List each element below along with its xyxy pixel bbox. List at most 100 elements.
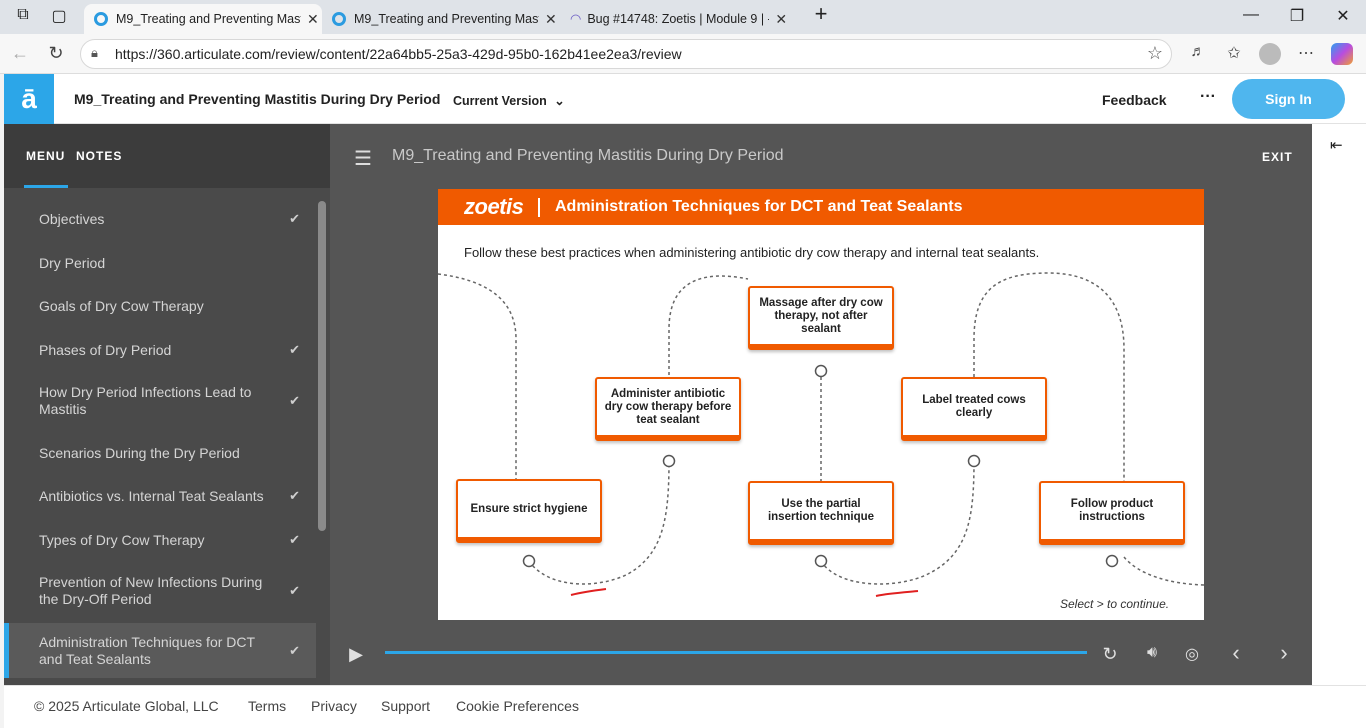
app-header: ā M9_Treating and Preventing Mastitis Du… [4, 74, 1366, 124]
collapse-panel-icon[interactable]: ⇤ [1330, 137, 1343, 154]
footer: © 2025 Articulate Global, LLC Terms Priv… [4, 685, 1366, 728]
active-tab-indicator [24, 185, 68, 188]
player-title: M9_Treating and Preventing Mastitis Duri… [392, 147, 784, 164]
menu-item-types[interactable]: Types of Dry Cow Therapy ✔ [4, 518, 316, 562]
check-icon: ✔ [289, 583, 300, 598]
volume-icon[interactable]: 🔊︎ [1146, 644, 1158, 661]
check-icon: ✔ [289, 488, 300, 503]
playback-settings-icon[interactable]: ◎ [1185, 646, 1199, 663]
workspaces-icon[interactable]: ⧉ [17, 6, 29, 23]
menu-item-goals[interactable]: Goals of Dry Cow Therapy [4, 284, 316, 328]
course-title: M9_Treating and Preventing Mastitis Duri… [74, 91, 441, 107]
check-icon: ✔ [289, 211, 300, 226]
browser-tab-3[interactable]: ◠ Bug #14748: Zoetis | Module 9 | - ✕ [560, 4, 800, 34]
sidebar-tabs: MENU NOTES [4, 124, 330, 188]
check-icon: ✔ [289, 532, 300, 547]
more-options-icon[interactable]: ··· [1200, 88, 1216, 105]
new-tab-icon[interactable]: + [814, 1, 828, 26]
close-tab-icon[interactable]: ✕ [545, 10, 557, 27]
feedback-button[interactable]: Feedback [1102, 92, 1167, 108]
menu-item-label: Prevention of New Infections During the … [39, 574, 263, 607]
close-tab-icon[interactable]: ✕ [775, 10, 788, 27]
menu-item-scenarios[interactable]: Scenarios During the Dry Period [4, 431, 316, 475]
step-box-label[interactable]: Label treated cows clearly [901, 377, 1047, 441]
next-slide-icon[interactable]: › [1280, 640, 1288, 665]
support-link[interactable]: Support [381, 698, 431, 714]
exit-button[interactable]: EXIT [1262, 150, 1293, 164]
check-icon: ✔ [289, 342, 300, 357]
menu-item-label: Scenarios During the Dry Period [39, 444, 240, 461]
articulate-favicon-icon [332, 12, 346, 26]
browser-tab-label: M9_Treating and Preventing Mastitis Duri… [354, 12, 539, 26]
browser-tab-label: M9_Treating and Preventing Mastitis Duri… [116, 12, 301, 26]
version-label: Current Version [453, 94, 547, 108]
check-icon: ✔ [289, 642, 300, 658]
slide-title: Administration Techniques for DCT and Te… [555, 198, 963, 215]
browser-tab-2[interactable]: M9_Treating and Preventing Mastitis Duri… [322, 4, 560, 34]
step-box-partial-insertion[interactable]: Use the partial insertion technique [748, 481, 894, 545]
refresh-icon[interactable]: ↻ [48, 43, 64, 63]
browser-tab-1[interactable]: M9_Treating and Preventing Mastitis Duri… [84, 4, 322, 34]
version-dropdown[interactable]: Current Version ⌄ [453, 93, 565, 108]
profile-avatar-icon[interactable] [1258, 43, 1282, 70]
check-icon: ✔ [289, 393, 300, 408]
menu-item-phases[interactable]: Phases of Dry Period✔ [4, 328, 316, 372]
menu-item-label: Types of Dry Cow Therapy [39, 531, 205, 548]
tab-menu[interactable]: MENU [26, 149, 66, 163]
menu-item-prevention[interactable]: Prevention of New Infections During the … [4, 569, 316, 613]
sign-in-button[interactable]: Sign In [1232, 79, 1345, 119]
menu-item-antibiotics[interactable]: Antibiotics vs. Internal Teat Sealants✔ [4, 474, 316, 518]
comments-rail: ⇤ [1312, 124, 1366, 685]
redmine-favicon-icon: ◠ [570, 11, 582, 26]
sidebar-scrollbar[interactable] [318, 201, 326, 531]
replay-icon[interactable]: ↻ [1102, 644, 1118, 664]
favorite-star-icon[interactable]: ☆ [1146, 43, 1163, 63]
articulate-logo-icon[interactable]: ā [4, 74, 54, 124]
url-text: https://360.articulate.com/review/conten… [115, 46, 682, 62]
chevron-down-icon: ⌄ [554, 94, 565, 108]
url-input[interactable]: 🔒︎ https://360.articulate.com/review/con… [80, 39, 1172, 69]
continue-hint: Select > to continue. [1060, 597, 1170, 611]
menu-item-label: How Dry Period Infections Lead to Mastit… [39, 384, 252, 417]
privacy-link[interactable]: Privacy [311, 698, 357, 714]
progress-bar[interactable] [385, 651, 1087, 654]
menu-item-dry-period[interactable]: Dry Period [4, 241, 316, 285]
back-icon[interactable]: ← [11, 43, 29, 63]
player-stage: ☰ M9_Treating and Preventing Mastitis Du… [330, 124, 1312, 685]
step-box-massage[interactable]: Massage after dry cow therapy, not after… [748, 286, 894, 350]
read-aloud-icon[interactable]: ♬ [1190, 43, 1206, 60]
slide-header: zoetis Administration Techniques for DCT… [438, 189, 1204, 225]
menu-item-administration[interactable]: Administration Techniques for DCT and Te… [4, 623, 316, 678]
cookie-preferences-link[interactable]: Cookie Preferences [456, 698, 579, 714]
player-controls: ▶ ↻ 🔊︎ ◎ ‹ › [330, 632, 1312, 685]
menu-item-infections[interactable]: How Dry Period Infections Lead to Mastit… [4, 379, 316, 423]
close-window-icon[interactable]: ✕ [1336, 8, 1350, 25]
zoetis-logo: zoetis [464, 194, 524, 219]
articulate-favicon-icon [94, 12, 108, 26]
play-icon[interactable]: ▶ [349, 644, 363, 664]
browser-tab-label: Bug #14748: Zoetis | Module 9 | - [587, 12, 770, 26]
hamburger-menu-icon[interactable]: ☰ [354, 148, 372, 170]
copilot-icon[interactable] [1330, 43, 1354, 70]
copyright-text: © 2025 Articulate Global, LLC [34, 698, 219, 714]
terms-link[interactable]: Terms [248, 698, 287, 714]
address-bar: ← ↻ 🔒︎ https://360.articulate.com/review… [0, 34, 1366, 74]
previous-slide-icon[interactable]: ‹ [1232, 640, 1240, 665]
tab-notes[interactable]: NOTES [76, 149, 123, 163]
slide-instruction: Follow these best practices when adminis… [464, 245, 1040, 260]
menu-item-label: Dry Period [39, 254, 106, 271]
step-box-administer[interactable]: Administer antibiotic dry cow therapy be… [595, 377, 741, 441]
minimize-icon[interactable]: — [1243, 6, 1259, 23]
settings-more-icon[interactable]: ⋯ [1298, 45, 1314, 62]
close-tab-icon[interactable]: ✕ [307, 10, 319, 27]
favorites-icon[interactable]: ✩ [1227, 45, 1241, 62]
tab-actions-icon[interactable]: ▢ [51, 8, 67, 25]
menu-item-label: Goals of Dry Cow Therapy [39, 297, 204, 314]
menu-item-label: Objectives [39, 210, 105, 227]
restore-icon[interactable]: ❐ [1289, 8, 1305, 25]
site-info-icon[interactable]: 🔒︎ [91, 45, 98, 60]
course-menu-sidebar: MENU NOTES Objectives ✔ Dry Period Goals … [4, 124, 330, 685]
step-box-hygiene[interactable]: Ensure strict hygiene [456, 479, 602, 543]
step-box-instructions[interactable]: Follow product instructions [1039, 481, 1185, 545]
menu-item-objectives[interactable]: Objectives ✔ [4, 197, 316, 241]
